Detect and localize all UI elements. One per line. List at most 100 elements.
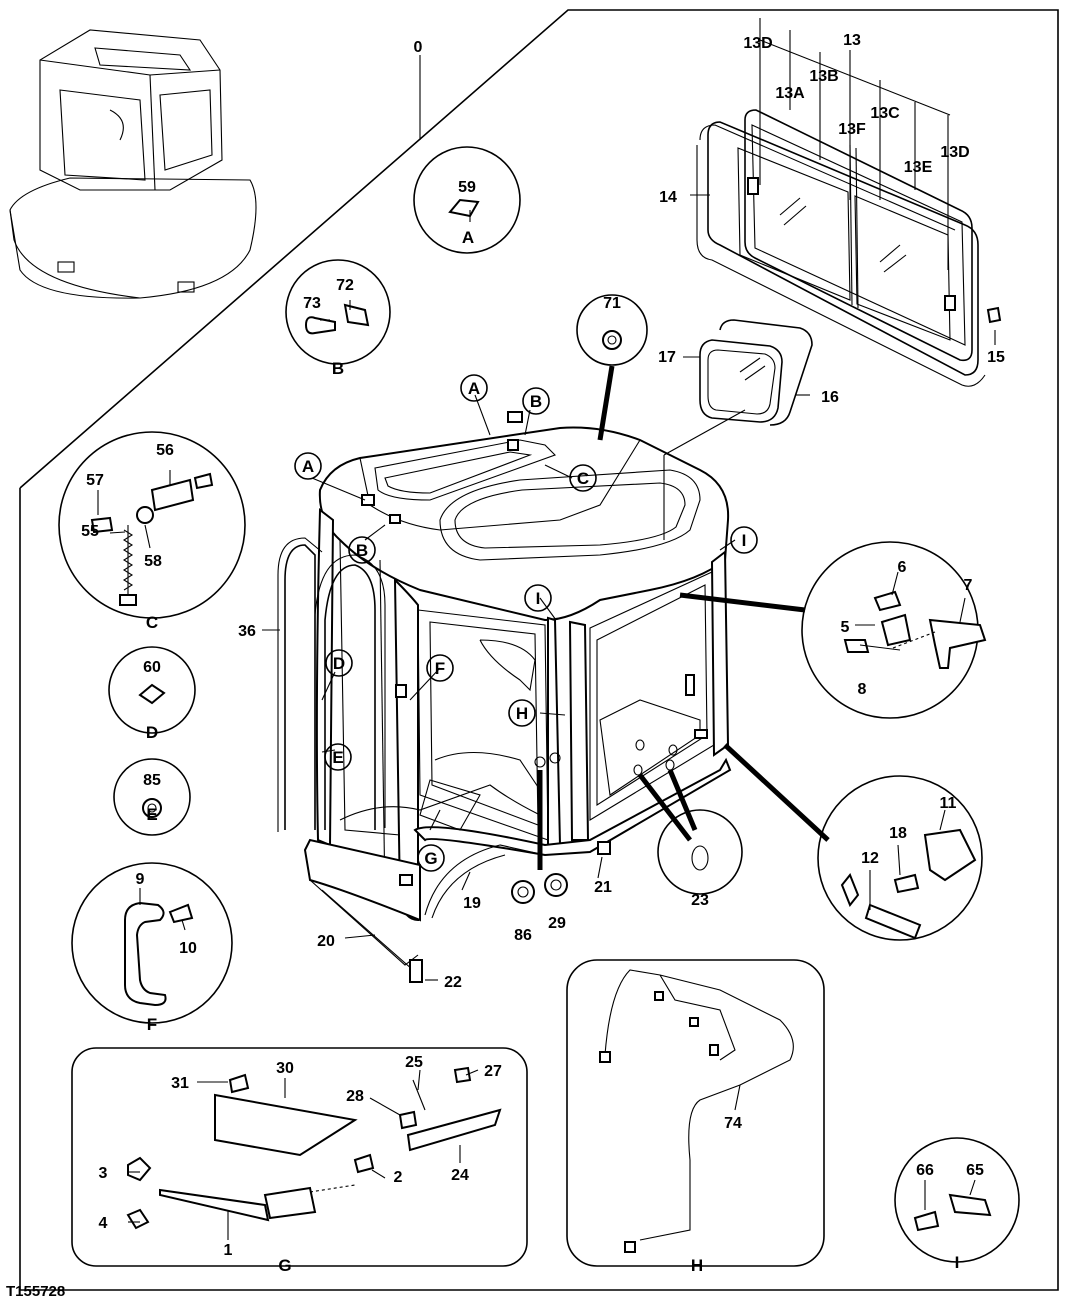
label-71: 71 [603, 295, 621, 312]
label-13: 13 [843, 32, 861, 49]
callout-i-right: I [730, 526, 758, 554]
label-29: 29 [548, 915, 566, 932]
detail-circle-f [71, 862, 233, 1024]
label-58: 58 [144, 553, 162, 570]
label-59: 59 [458, 179, 476, 196]
label-13b: 13B [809, 68, 838, 85]
callout-a-upper: A [460, 374, 488, 402]
label-13e: 13E [904, 159, 933, 176]
callout-g: G [417, 844, 445, 872]
label-19: 19 [463, 895, 481, 912]
side-window-13-14 [696, 109, 1002, 387]
label-65: 65 [966, 1162, 984, 1179]
callout-d-text: D [333, 654, 345, 673]
callout-c-roof-text: C [577, 469, 589, 488]
detail-panel-h [566, 959, 825, 1267]
callout-a-left: A [294, 452, 322, 480]
caption-h: H [691, 1256, 703, 1275]
caption-f: F [147, 1015, 157, 1034]
detail-circle-c [58, 431, 246, 619]
label-22: 22 [444, 974, 462, 991]
label-10: 10 [179, 940, 197, 957]
caption-e: E [146, 805, 157, 824]
label-18: 18 [889, 825, 907, 842]
detail-circle-e [113, 758, 191, 836]
callout-i-center: I [524, 584, 552, 612]
detail-circle-d [108, 646, 196, 734]
caption-i: I [955, 1253, 960, 1272]
label-7: 7 [964, 577, 973, 594]
label-28: 28 [346, 1088, 364, 1105]
label-74: 74 [724, 1115, 742, 1132]
figure-id: T155728 [6, 1283, 65, 1300]
label-72: 72 [336, 277, 354, 294]
label-73: 73 [303, 295, 321, 312]
label-13d-top: 13D [743, 35, 772, 52]
callout-g-text: G [424, 849, 437, 868]
callout-a-left-text: A [302, 457, 314, 476]
label-13f: 13F [838, 121, 866, 138]
detail-circle-23 [657, 809, 743, 895]
label-25: 25 [405, 1054, 423, 1071]
label-8: 8 [858, 681, 867, 698]
callout-i-center-text: I [536, 589, 541, 608]
label-assembly-0: 0 [414, 39, 423, 56]
caption-b: B [332, 359, 344, 378]
callout-e: E [324, 743, 352, 771]
leader-lines [97, 18, 996, 1240]
detail-circle-a [413, 146, 521, 254]
roof-glass-16-17 [663, 319, 813, 540]
label-13c: 13C [870, 105, 900, 122]
callout-h-text: H [516, 704, 528, 723]
cab-assembly [277, 411, 732, 983]
callout-f-text: F [435, 659, 445, 678]
label-5: 5 [841, 619, 850, 636]
label-13d-right: 13D [940, 144, 969, 161]
callout-b-upper-text: B [530, 392, 542, 411]
label-6: 6 [898, 559, 907, 576]
caption-c: C [146, 613, 158, 632]
label-13a: 13A [775, 85, 805, 102]
machine-thumbnail [9, 29, 257, 299]
label-20: 20 [317, 933, 335, 950]
label-31: 31 [171, 1075, 189, 1092]
label-60: 60 [143, 659, 161, 676]
callout-h: H [508, 699, 536, 727]
callout-a-upper-text: A [468, 379, 480, 398]
label-57: 57 [86, 472, 104, 489]
label-4: 4 [99, 1215, 108, 1232]
label-12: 12 [861, 850, 879, 867]
detail-circle-i-lower [817, 775, 983, 941]
label-27: 27 [484, 1063, 502, 1080]
callout-b-left: B [348, 536, 376, 564]
label-14: 14 [659, 189, 677, 206]
label-56: 56 [156, 442, 174, 459]
detail-circle-71 [576, 294, 648, 366]
label-30: 30 [276, 1060, 294, 1077]
callout-d: D [325, 649, 353, 677]
detail-panel-g [71, 1047, 528, 1267]
caption-d: D [146, 723, 158, 742]
caption-a: A [462, 228, 474, 247]
callout-b-upper: B [522, 387, 550, 415]
label-24: 24 [451, 1167, 469, 1184]
label-17: 17 [658, 349, 676, 366]
detail-circle-i-bottom [894, 1137, 1020, 1263]
washers-86-29 [511, 873, 568, 904]
label-55: 55 [81, 523, 99, 540]
label-36: 36 [238, 623, 256, 640]
caption-g: G [278, 1256, 291, 1275]
frame-border [19, 9, 1059, 1291]
label-15: 15 [987, 349, 1005, 366]
detail-circle-b [285, 259, 391, 365]
label-1: 1 [224, 1242, 233, 1259]
label-23: 23 [691, 892, 709, 909]
detail-circle-i-upper [801, 541, 987, 719]
label-66: 66 [916, 1162, 934, 1179]
label-3: 3 [99, 1165, 108, 1182]
label-11: 11 [940, 795, 957, 812]
label-21: 21 [594, 879, 612, 896]
callout-e-text: E [332, 748, 343, 767]
label-9: 9 [136, 871, 145, 888]
